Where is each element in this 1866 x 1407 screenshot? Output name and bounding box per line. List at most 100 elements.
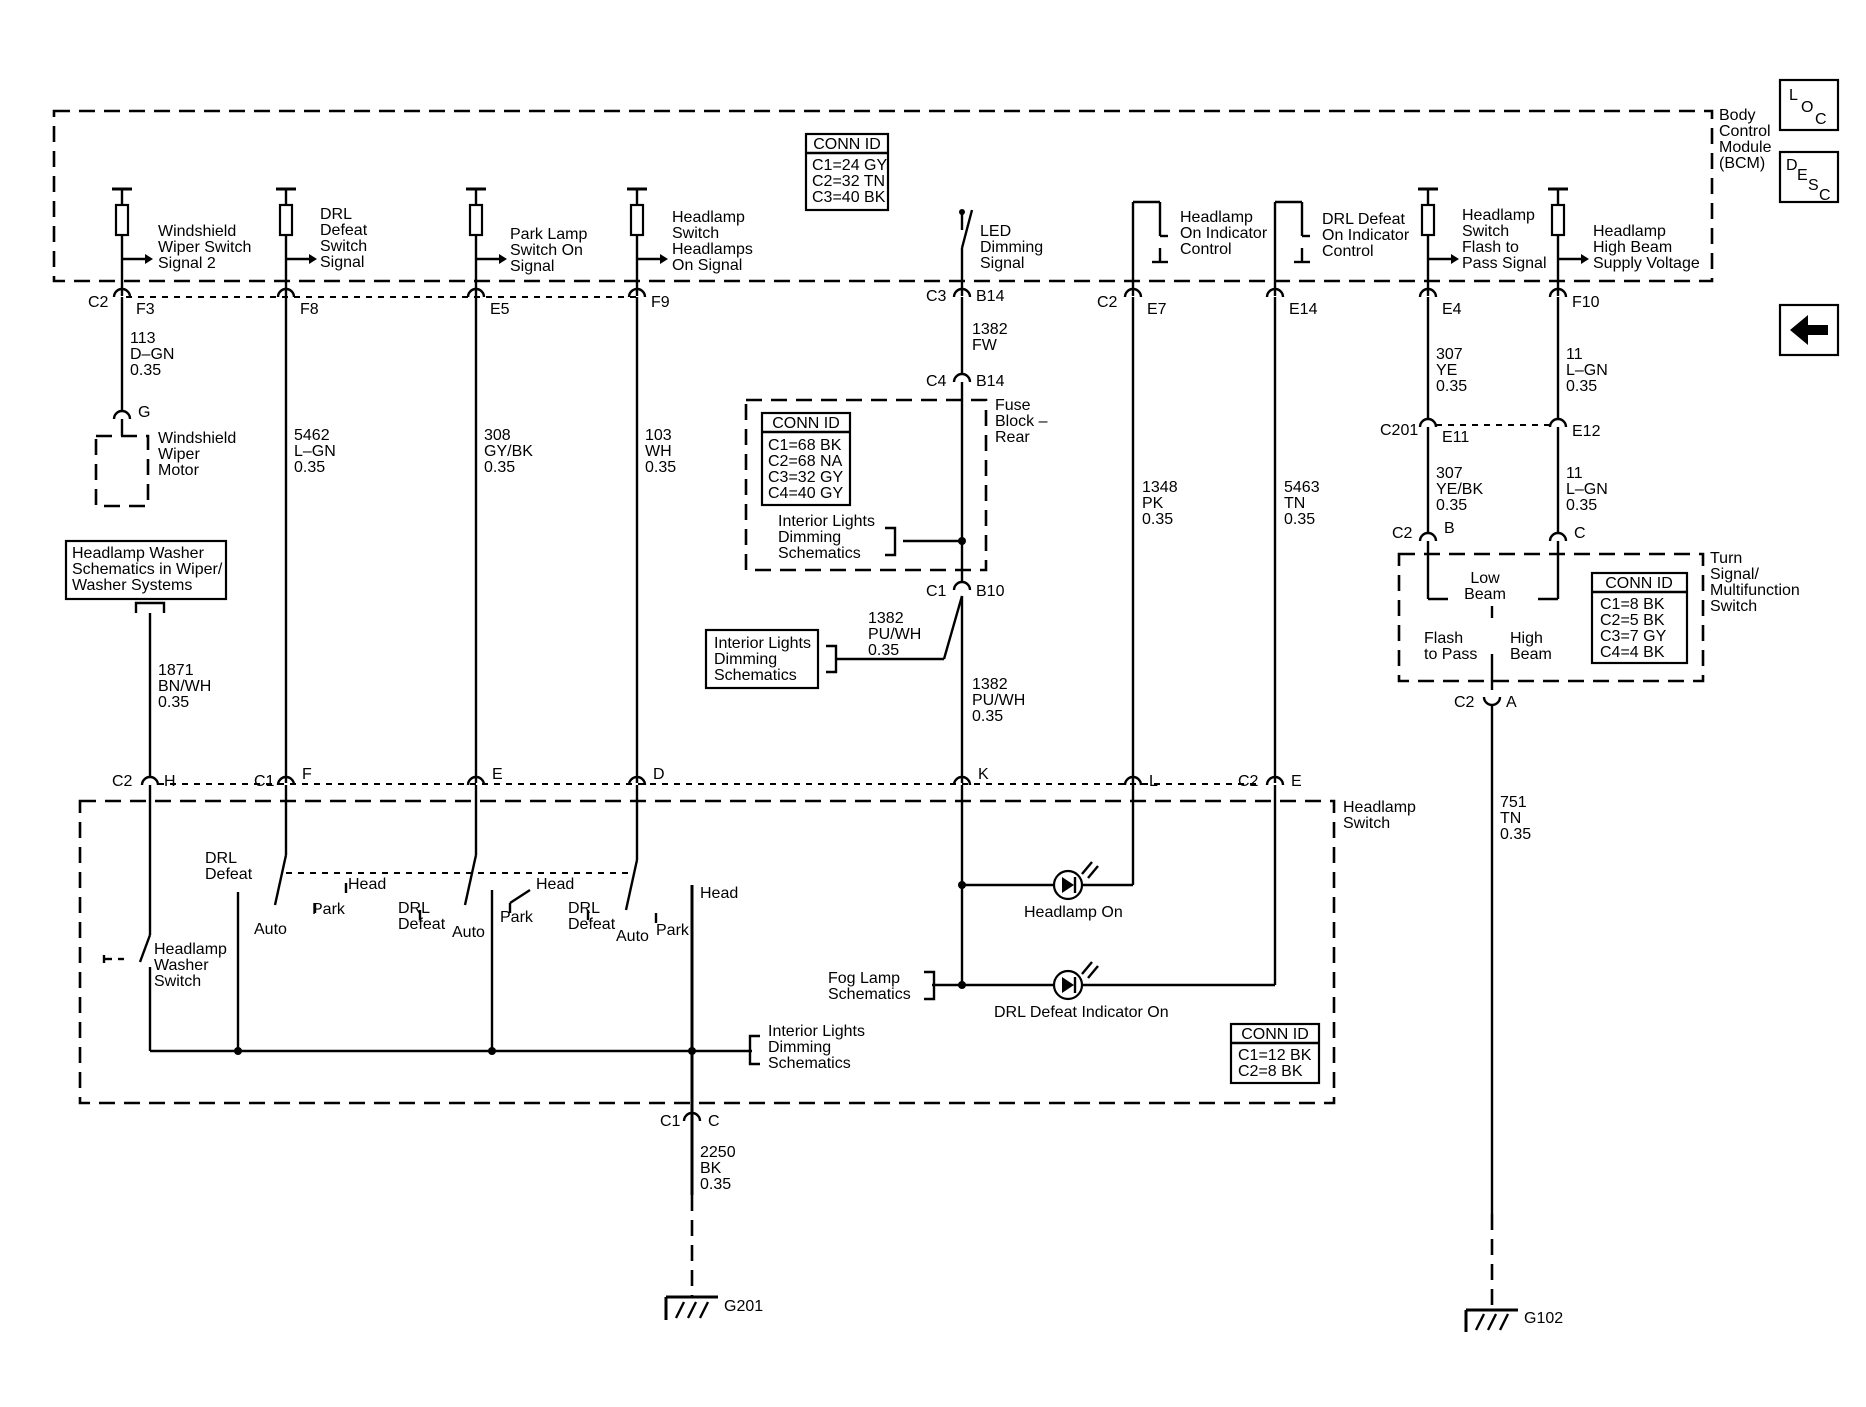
- svg-text:C3=40 BK: C3=40 BK: [812, 189, 886, 206]
- svg-text:Auto: Auto: [452, 924, 485, 941]
- svg-text:Auto: Auto: [616, 928, 649, 945]
- svg-text:H: H: [164, 773, 176, 790]
- svg-text:Park: Park: [656, 922, 690, 939]
- svg-text:C2: C2: [1392, 525, 1413, 542]
- svg-text:O: O: [1801, 99, 1813, 116]
- svg-text:C2=5 BK: C2=5 BK: [1600, 612, 1665, 629]
- svg-text:C2: C2: [88, 294, 109, 311]
- back-button[interactable]: [1778, 303, 1840, 357]
- svg-text:Park: Park: [312, 901, 346, 918]
- svg-text:A: A: [1506, 694, 1517, 711]
- svg-text:C: C: [1815, 111, 1827, 128]
- svg-text:C4=4 BK: C4=4 BK: [1600, 644, 1665, 661]
- svg-text:C2: C2: [1097, 294, 1118, 311]
- bcm-conn-id: CONN ID C1=24 GY C2=32 TN C3=40 BK: [804, 132, 890, 212]
- svg-text:C3=7 GY: C3=7 GY: [1600, 628, 1667, 645]
- svg-text:C2: C2: [1454, 694, 1475, 711]
- svg-text:C201: C201: [1380, 422, 1418, 439]
- svg-text:C2=68 NA: C2=68 NA: [768, 453, 843, 470]
- svg-text:D: D: [1786, 157, 1798, 174]
- switch-drl-defeat: Auto Park Head: [254, 785, 630, 938]
- svg-text:E5: E5: [490, 301, 510, 318]
- svg-text:C1: C1: [926, 583, 947, 600]
- svg-text:C: C: [708, 1113, 720, 1130]
- svg-text:D: D: [653, 766, 665, 783]
- svg-text:K: K: [978, 766, 989, 783]
- svg-text:F3: F3: [136, 301, 155, 318]
- svg-text:C1: C1: [254, 773, 275, 790]
- svg-text:B10: B10: [976, 583, 1005, 600]
- svg-text:E: E: [1797, 167, 1808, 184]
- svg-text:B: B: [1444, 520, 1455, 537]
- svg-text:C1=8 BK: C1=8 BK: [1600, 596, 1665, 613]
- svg-text:C2=8 BK: C2=8 BK: [1238, 1063, 1303, 1080]
- svg-text:C1=12 BK: C1=12 BK: [1238, 1047, 1312, 1064]
- bcm-module: Body Control Module (BCM) CONN ID C1=24 …: [52, 107, 1772, 298]
- svg-text:C4=40 GY: C4=40 GY: [768, 485, 843, 502]
- ground-g201: G201: [664, 1295, 763, 1320]
- bcm-outline: [52, 109, 1714, 283]
- svg-text:Headlamp On: Headlamp On: [1024, 904, 1123, 921]
- svg-text:C1=24 GY: C1=24 GY: [812, 157, 887, 174]
- svg-text:C2: C2: [112, 773, 133, 790]
- hs-conn-id: CONN ID C1=12 BK C2=8 BK: [1229, 1022, 1321, 1085]
- connector-c201: C201 E11 E12: [1380, 417, 1601, 446]
- svg-text:E4: E4: [1442, 301, 1462, 318]
- desc-button[interactable]: D E S C: [1778, 150, 1840, 204]
- loc-button[interactable]: L O C: [1778, 78, 1840, 132]
- svg-text:E: E: [492, 766, 503, 783]
- svg-text:C4: C4: [926, 373, 947, 390]
- svg-text:CONN ID: CONN ID: [813, 136, 881, 153]
- svg-text:11L–GN0.35: 11L–GN0.35: [1566, 465, 1608, 514]
- drl-defeat-indicator: DRL Defeat Indicator On: [932, 785, 1277, 1021]
- svg-text:S: S: [1808, 177, 1819, 194]
- svg-text:Auto: Auto: [254, 921, 287, 938]
- svg-text:C1: C1: [660, 1113, 681, 1130]
